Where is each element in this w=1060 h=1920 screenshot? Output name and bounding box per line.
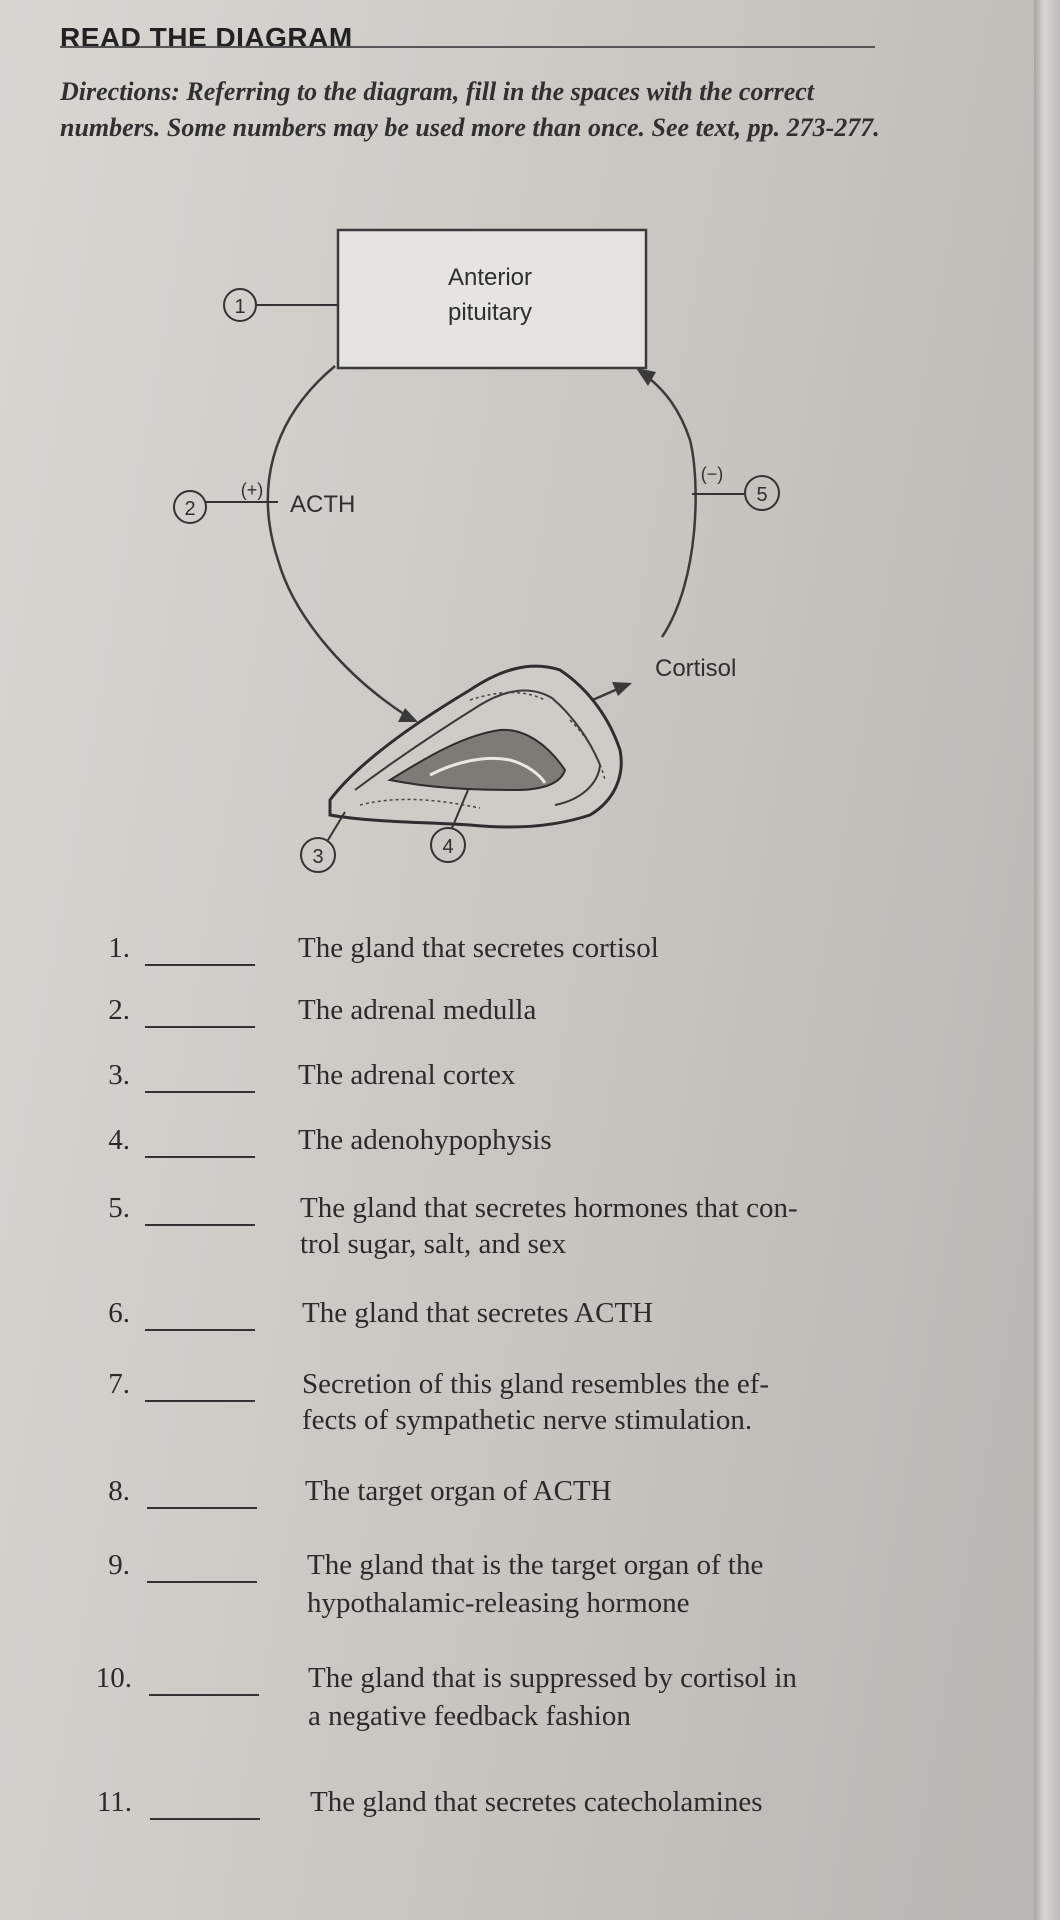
callout-label-5: 5 <box>756 484 767 506</box>
minus-sign: (−) <box>701 464 724 484</box>
question-number: 10. <box>95 1662 132 1694</box>
question-number: 8. <box>108 1475 130 1507</box>
feedback-arrowhead <box>636 368 656 386</box>
callout-leader-4 <box>451 789 469 829</box>
answer-blank[interactable] <box>145 1156 255 1158</box>
question-number: 7. <box>108 1368 130 1400</box>
question-text: The adrenal cortex <box>298 1059 516 1091</box>
answer-blank[interactable] <box>147 1581 257 1583</box>
question-text-continued: a negative feedback fashion <box>308 1700 631 1732</box>
question-text: The adenohypophysis <box>298 1124 552 1156</box>
answer-blank[interactable] <box>145 964 255 966</box>
callout-circle-4 <box>430 827 466 863</box>
acth-label: ACTH <box>290 491 355 518</box>
question-text-continued: hypothalamic-releasing hormone <box>307 1587 690 1619</box>
question-text: Secretion of this gland resembles the ef… <box>302 1368 770 1400</box>
question-number: 4. <box>108 1124 130 1156</box>
callout-label-2: 2 <box>184 498 195 520</box>
answer-blank[interactable] <box>150 1818 260 1820</box>
acth-arrow <box>266 365 411 720</box>
question-text: The target organ of ACTH <box>305 1475 612 1507</box>
box-label-line2: pituitary <box>448 299 532 326</box>
question-number: 5. <box>108 1192 130 1224</box>
question-text: The gland that secretes catecholamines <box>310 1786 763 1818</box>
callout-circle-2 <box>173 490 207 524</box>
question-text: The gland that secretes cortisol <box>298 932 659 964</box>
cortisol-label: Cortisol <box>655 655 736 682</box>
directions-text: Directions: Referring to the diagram, fi… <box>60 77 880 142</box>
question-text: The gland that is suppressed by cortisol… <box>308 1662 797 1694</box>
answer-blank[interactable] <box>145 1026 255 1028</box>
answer-blank[interactable] <box>145 1091 255 1093</box>
adrenal-gland-illustration <box>328 664 623 829</box>
question-text: The gland that secretes hormones that co… <box>300 1192 798 1224</box>
page-edge <box>1034 0 1060 1920</box>
answer-blank[interactable] <box>145 1329 255 1331</box>
question-text-continued: fects of sympathetic nerve stimulation. <box>302 1404 753 1436</box>
question-text-continued: trol sugar, salt, and sex <box>300 1228 567 1260</box>
callout-label-1: 1 <box>234 296 245 318</box>
box-label-line1: Anterior <box>448 264 532 291</box>
anterior-pituitary-box <box>336 228 648 370</box>
question-number: 6. <box>108 1297 130 1329</box>
callout-circle-3 <box>300 837 336 873</box>
plus-sign: (+) <box>241 480 264 500</box>
callout-label-3: 3 <box>312 846 323 868</box>
answer-blank[interactable] <box>145 1400 255 1402</box>
section-heading: READ THE DIAGRAM <box>60 22 353 53</box>
question-number: 11. <box>96 1786 132 1818</box>
answer-blank[interactable] <box>147 1507 257 1509</box>
acth-arrowhead <box>398 708 418 722</box>
cortisol-arrowhead <box>612 682 632 696</box>
cortisol-feedback-arrow <box>644 374 697 638</box>
callout-label-4: 4 <box>442 836 453 858</box>
question-number: 3. <box>108 1059 130 1091</box>
heading-rule <box>60 46 875 48</box>
hpa-axis-diagram: Anterior pituitary 1 2 (+) ACTH 5 (−) Co… <box>173 228 780 873</box>
answer-blank[interactable] <box>149 1694 259 1696</box>
question-number: 2. <box>108 994 130 1026</box>
question-number: 1. <box>108 932 130 964</box>
question-text: The adrenal medulla <box>298 994 537 1026</box>
question-text: The gland that secretes ACTH <box>302 1297 654 1329</box>
callout-leader-3 <box>327 811 346 841</box>
question-text: The gland that is the target organ of th… <box>307 1549 764 1581</box>
answer-blank[interactable] <box>145 1224 255 1226</box>
question-number: 9. <box>108 1549 130 1581</box>
